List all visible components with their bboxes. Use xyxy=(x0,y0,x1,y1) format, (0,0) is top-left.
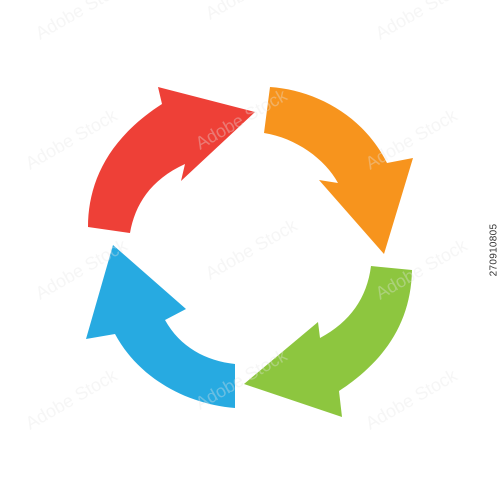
green-arrow-icon xyxy=(244,266,412,417)
stock-id-strip: 270910805 xyxy=(488,0,500,500)
blue-arrow-icon xyxy=(86,245,235,408)
orange-arrow-icon xyxy=(264,87,413,254)
red-arrow-icon xyxy=(88,87,255,233)
stock-id-text: 270910805 xyxy=(488,223,500,277)
